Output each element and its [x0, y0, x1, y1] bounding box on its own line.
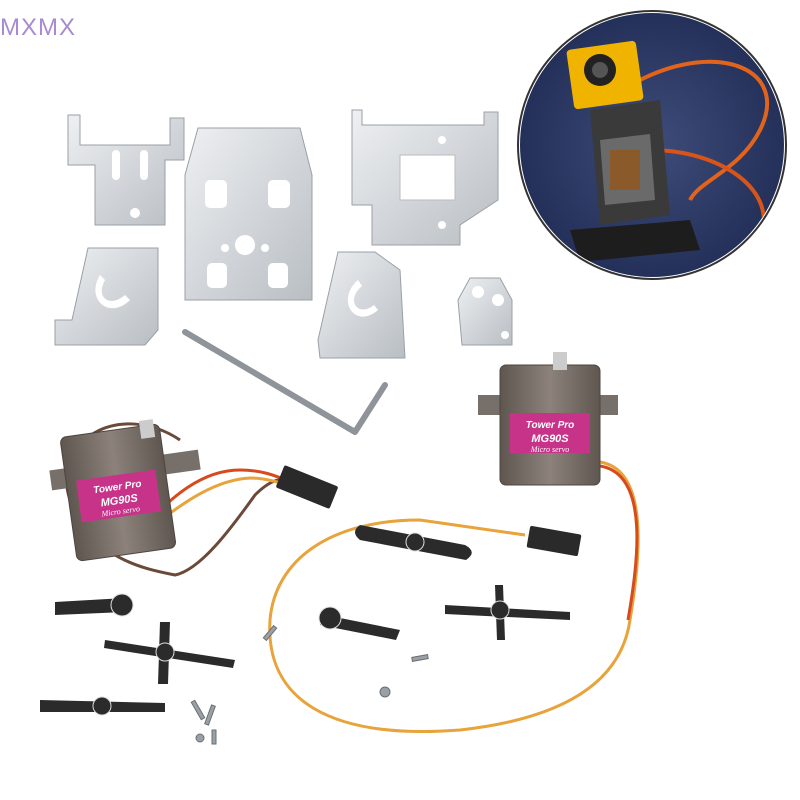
servo-right-model: MG90S: [531, 433, 569, 445]
servo-horn-single-left: [55, 593, 134, 617]
servo-left: Tower Pro MG90S Micro servo: [49, 419, 338, 577]
watermark-text: MXMX: [0, 14, 76, 41]
servo-horn-single-mid: [318, 606, 400, 640]
servo-left-model: MG90S: [100, 492, 139, 509]
bracket-plate-3: [351, 109, 499, 246]
bracket-plate-1: [67, 114, 185, 226]
bracket-plate-6: [457, 277, 513, 346]
servo-horn-double-top: [355, 525, 472, 560]
servo-horn-double-bottom: [40, 696, 165, 716]
screws: [190, 624, 429, 745]
servo-horn-cross-right: [445, 585, 570, 640]
servo-right-type: Micro servo: [530, 445, 570, 454]
assembled-gimbal-photo: [517, 10, 787, 280]
servo-right-brand: Tower Pro: [526, 420, 575, 431]
bracket-plate-5: [317, 251, 406, 359]
servo-right: Tower Pro MG90S Micro servo: [268, 352, 640, 733]
bracket-plate-4: [54, 247, 159, 346]
allen-key: [182, 329, 388, 435]
servo-horn-cross-left: [104, 622, 235, 684]
bracket-plate-2: [184, 127, 313, 301]
